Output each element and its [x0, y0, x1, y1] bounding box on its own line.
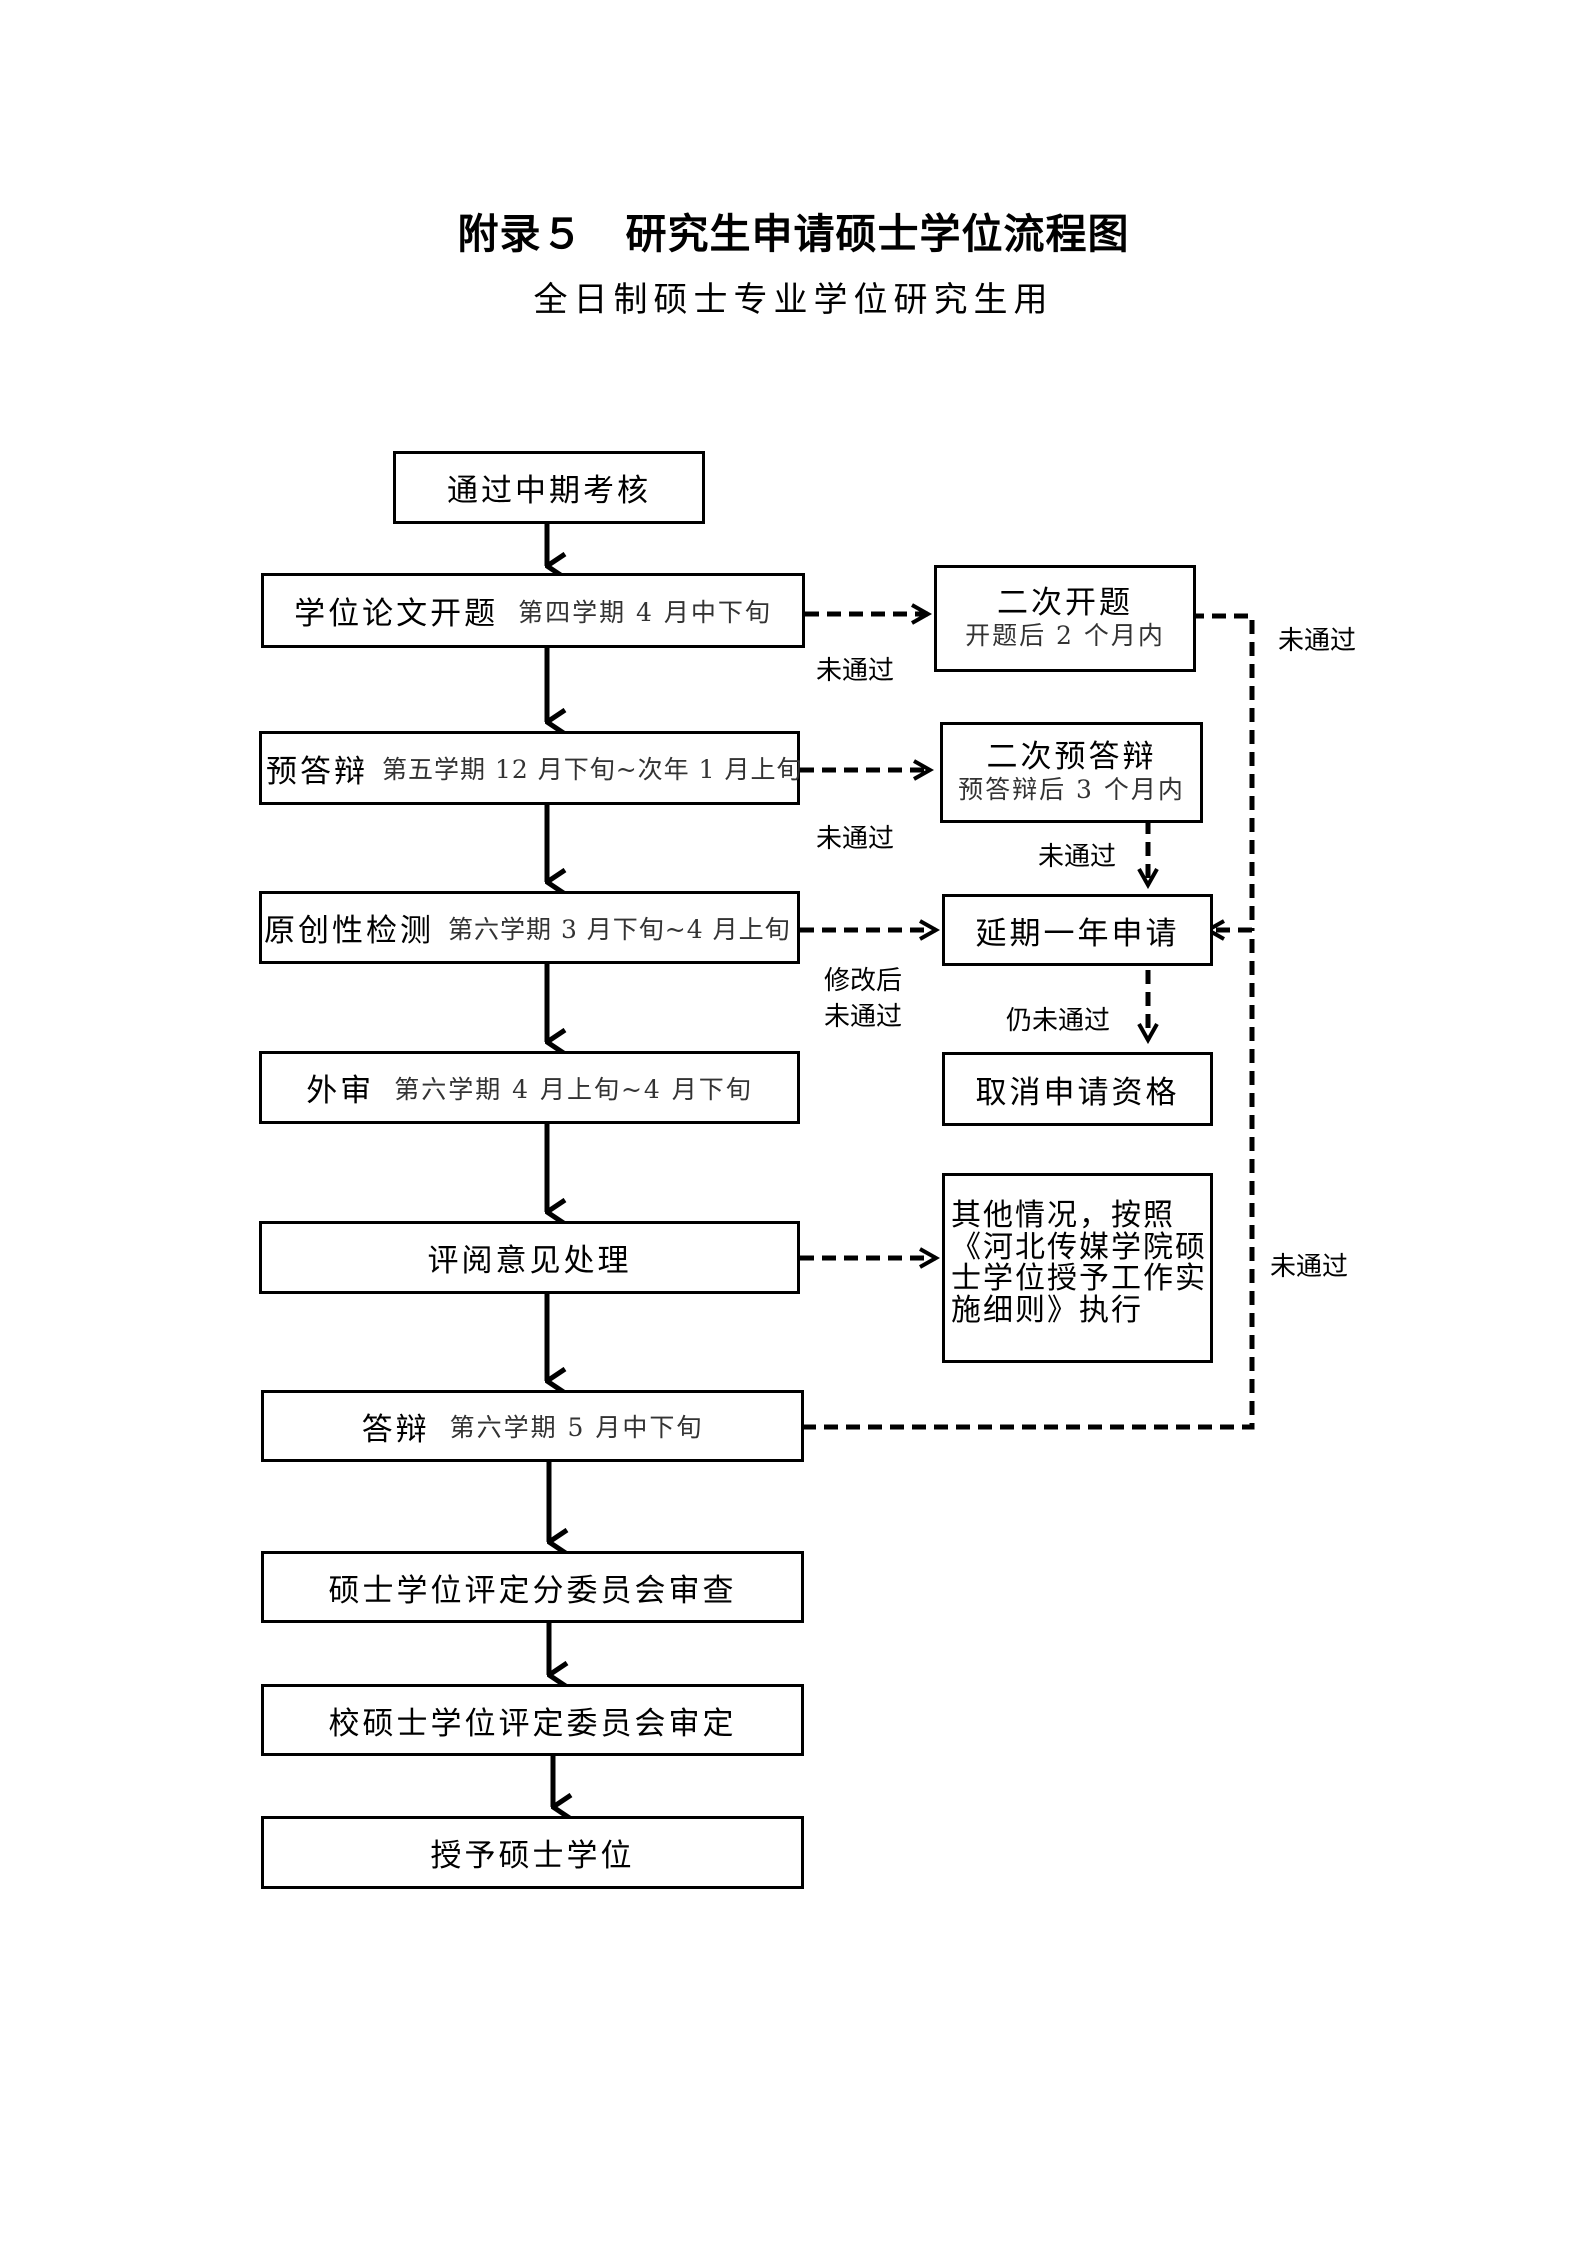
page-title: 附录５ 研究生申请硕士学位流程图 — [457, 210, 1130, 258]
step-award-label: 授予硕士学位 — [430, 1838, 635, 1874]
side-other-text: 其他情况，按照《河北传媒学院硕士学位授予工作实施细则》执行 — [951, 1198, 1207, 1328]
dash-defense-loop — [802, 930, 1255, 1430]
step-review: 外审 第六学期 4 月上旬~4 月下旬 — [259, 1051, 800, 1124]
side-second-predefense-note: 预答辩后 3 个月内 — [958, 774, 1185, 804]
step-defense-label: 答辩 — [361, 1411, 430, 1448]
step-originality-label: 原创性检测 — [264, 913, 434, 949]
step-review-label: 外审 — [306, 1073, 375, 1109]
label-still-fail: 仍未通过 — [1006, 1006, 1111, 1036]
side-second-proposal-title: 二次开题 — [997, 585, 1133, 622]
step-proposal: 学位论文开题 第四学期 4 月中下旬 — [261, 573, 805, 648]
label-second-proposal-fail: 未通过 — [1278, 626, 1357, 656]
page-subtitle: 全日制硕士专业学位研究生用 — [533, 280, 1054, 320]
label-proposal-fail: 未通过 — [816, 656, 895, 686]
side-extension: 延期一年申请 — [942, 894, 1213, 966]
step-proposal-time: 第四学期 4 月中下旬 — [518, 597, 772, 627]
step-committee: 校硕士学位评定委员会审定 — [261, 1684, 804, 1756]
label-defense-fail: 未通过 — [1270, 1252, 1349, 1282]
side-second-predefense: 二次预答辩 预答辩后 3 个月内 — [940, 722, 1203, 823]
step-predefense-label: 预答辩 — [266, 753, 368, 790]
step-opinion: 评阅意见处理 — [259, 1221, 800, 1294]
step-predefense-time: 第五学期 12 月下旬~次年 1 月上旬 — [382, 755, 803, 784]
side-second-proposal: 二次开题 开题后 2 个月内 — [934, 565, 1196, 672]
step-midterm: 通过中期考核 — [393, 451, 705, 524]
step-committee-label: 校硕士学位评定委员会审定 — [328, 1705, 737, 1742]
step-defense-time: 第六学期 5 月中下旬 — [449, 1413, 704, 1442]
step-originality-time: 第六学期 3 月下旬~4 月上旬 — [448, 914, 791, 944]
label-revise-fail: 未通过 — [824, 1002, 903, 1032]
step-opinion-label: 评阅意见处理 — [427, 1243, 632, 1279]
side-extension-title: 延期一年申请 — [975, 915, 1180, 952]
dash-second-proposal-loop — [1190, 613, 1255, 930]
label-predefense-fail: 未通过 — [816, 824, 895, 854]
step-originality: 原创性检测 第六学期 3 月下旬~4 月上旬 — [259, 891, 800, 964]
side-second-proposal-note: 开题后 2 个月内 — [965, 620, 1165, 650]
side-other: 其他情况，按照《河北传媒学院硕士学位授予工作实施细则》执行 — [942, 1173, 1213, 1363]
step-defense: 答辩 第六学期 5 月中下旬 — [261, 1390, 804, 1462]
label-second-predefense-fail: 未通过 — [1038, 842, 1117, 872]
step-midterm-label: 通过中期考核 — [447, 473, 651, 509]
step-proposal-label: 学位论文开题 — [294, 596, 499, 632]
step-subcommittee: 硕士学位评定分委员会审查 — [261, 1551, 804, 1623]
label-revise: 修改后 — [824, 966, 903, 996]
side-cancel: 取消申请资格 — [942, 1052, 1213, 1126]
side-cancel-title: 取消申请资格 — [975, 1074, 1180, 1111]
step-subcommittee-label: 硕士学位评定分委员会审查 — [328, 1572, 737, 1609]
step-award: 授予硕士学位 — [261, 1816, 804, 1889]
step-predefense: 预答辩 第五学期 12 月下旬~次年 1 月上旬 — [259, 731, 803, 805]
step-review-time: 第六学期 4 月上旬~4 月下旬 — [394, 1074, 753, 1104]
side-second-predefense-title: 二次预答辩 — [986, 739, 1157, 776]
